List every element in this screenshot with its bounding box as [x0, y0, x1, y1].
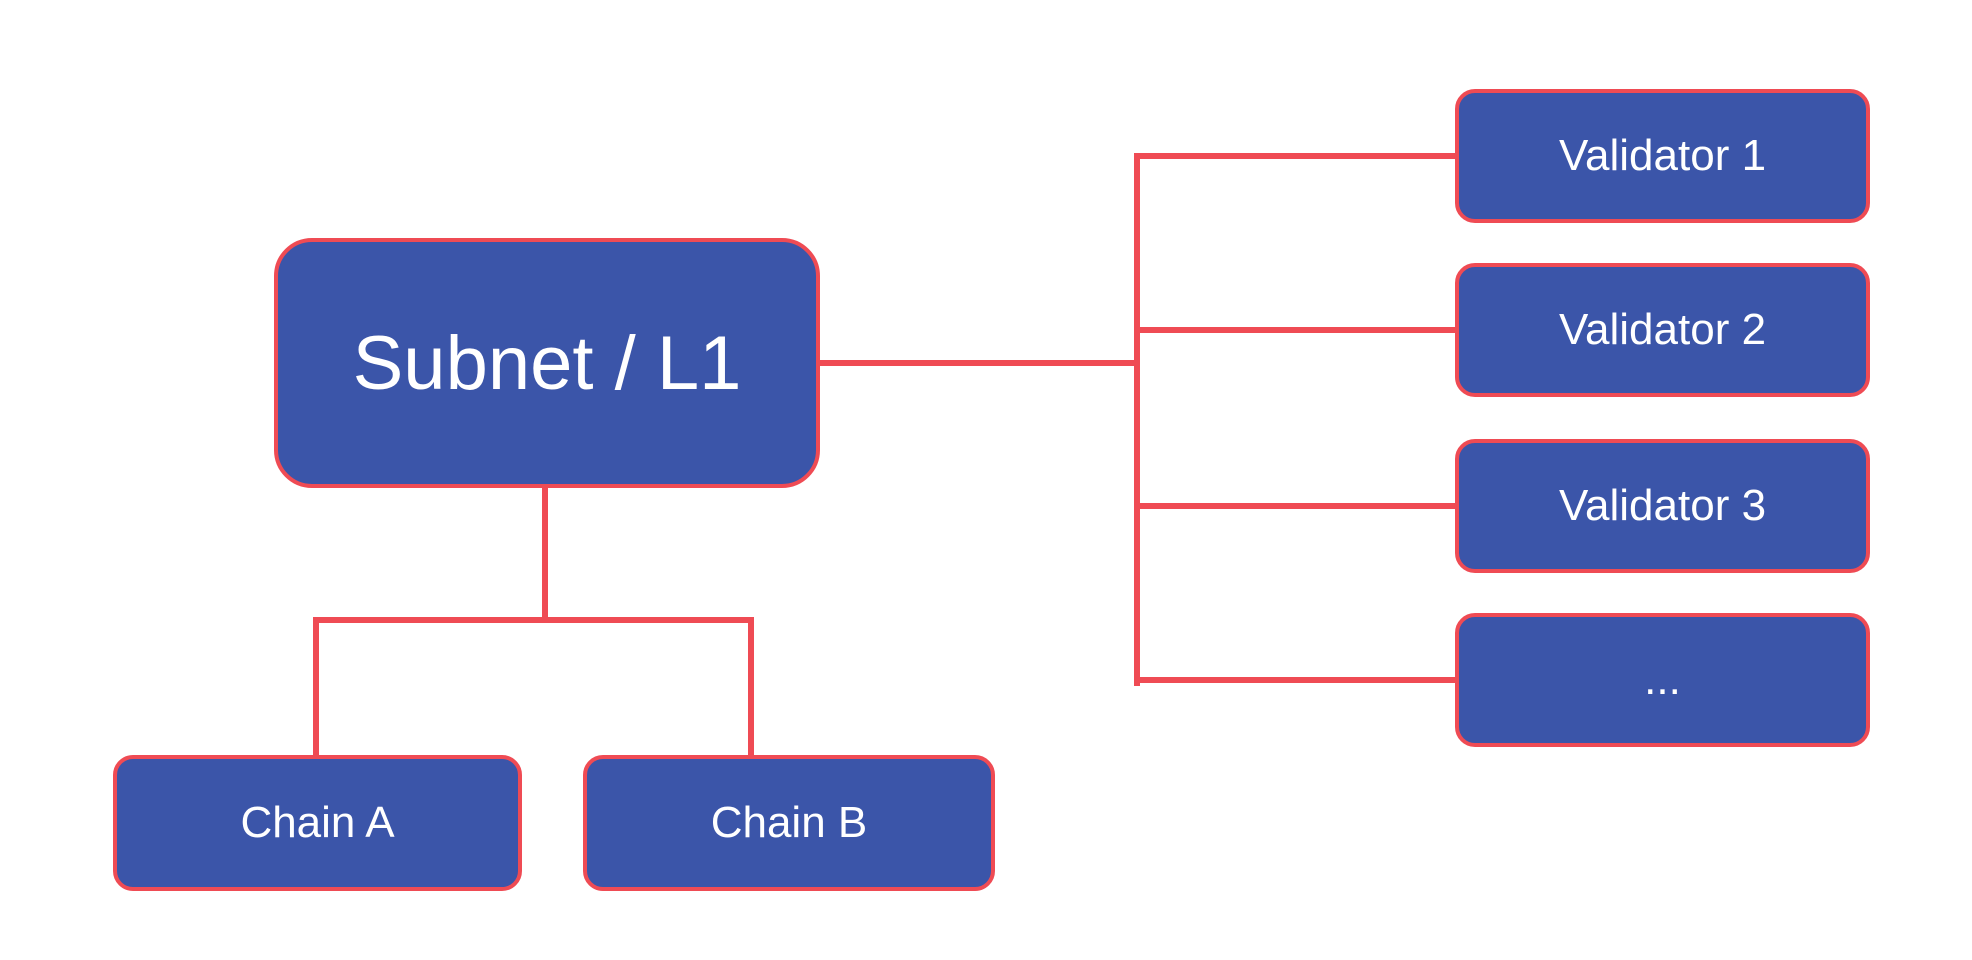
- connector-trunk-to-validator-2: [1134, 327, 1455, 333]
- connector-root-to-trunk: [818, 360, 1140, 366]
- chain-b-node: Chain B: [583, 755, 995, 891]
- chain-b-label: Chain B: [710, 798, 868, 847]
- connector-bus-to-chain-b: [748, 617, 754, 755]
- validator-ellipsis-node: ...: [1455, 613, 1870, 747]
- connector-validator-trunk: [1134, 153, 1140, 686]
- validator-2-node: Validator 2: [1455, 263, 1870, 397]
- chain-a-label: Chain A: [240, 798, 395, 847]
- connector-trunk-to-ellipsis: [1134, 677, 1455, 683]
- connector-chain-bus: [313, 617, 754, 623]
- validator-2-label: Validator 2: [1558, 305, 1767, 354]
- connector-trunk-to-validator-1: [1134, 153, 1455, 159]
- validator-1-node: Validator 1: [1455, 89, 1870, 223]
- connector-bus-to-chain-a: [313, 617, 319, 755]
- validator-1-label: Validator 1: [1558, 131, 1767, 180]
- connector-root-drop: [542, 486, 548, 623]
- validator-3-label: Validator 3: [1558, 481, 1767, 530]
- connector-trunk-to-validator-3: [1134, 503, 1455, 509]
- subnet-node: Subnet / L1: [274, 238, 820, 488]
- validator-ellipsis-label: ...: [1644, 655, 1681, 704]
- subnet-label: Subnet / L1: [352, 320, 742, 406]
- validator-3-node: Validator 3: [1455, 439, 1870, 573]
- chain-a-node: Chain A: [113, 755, 522, 891]
